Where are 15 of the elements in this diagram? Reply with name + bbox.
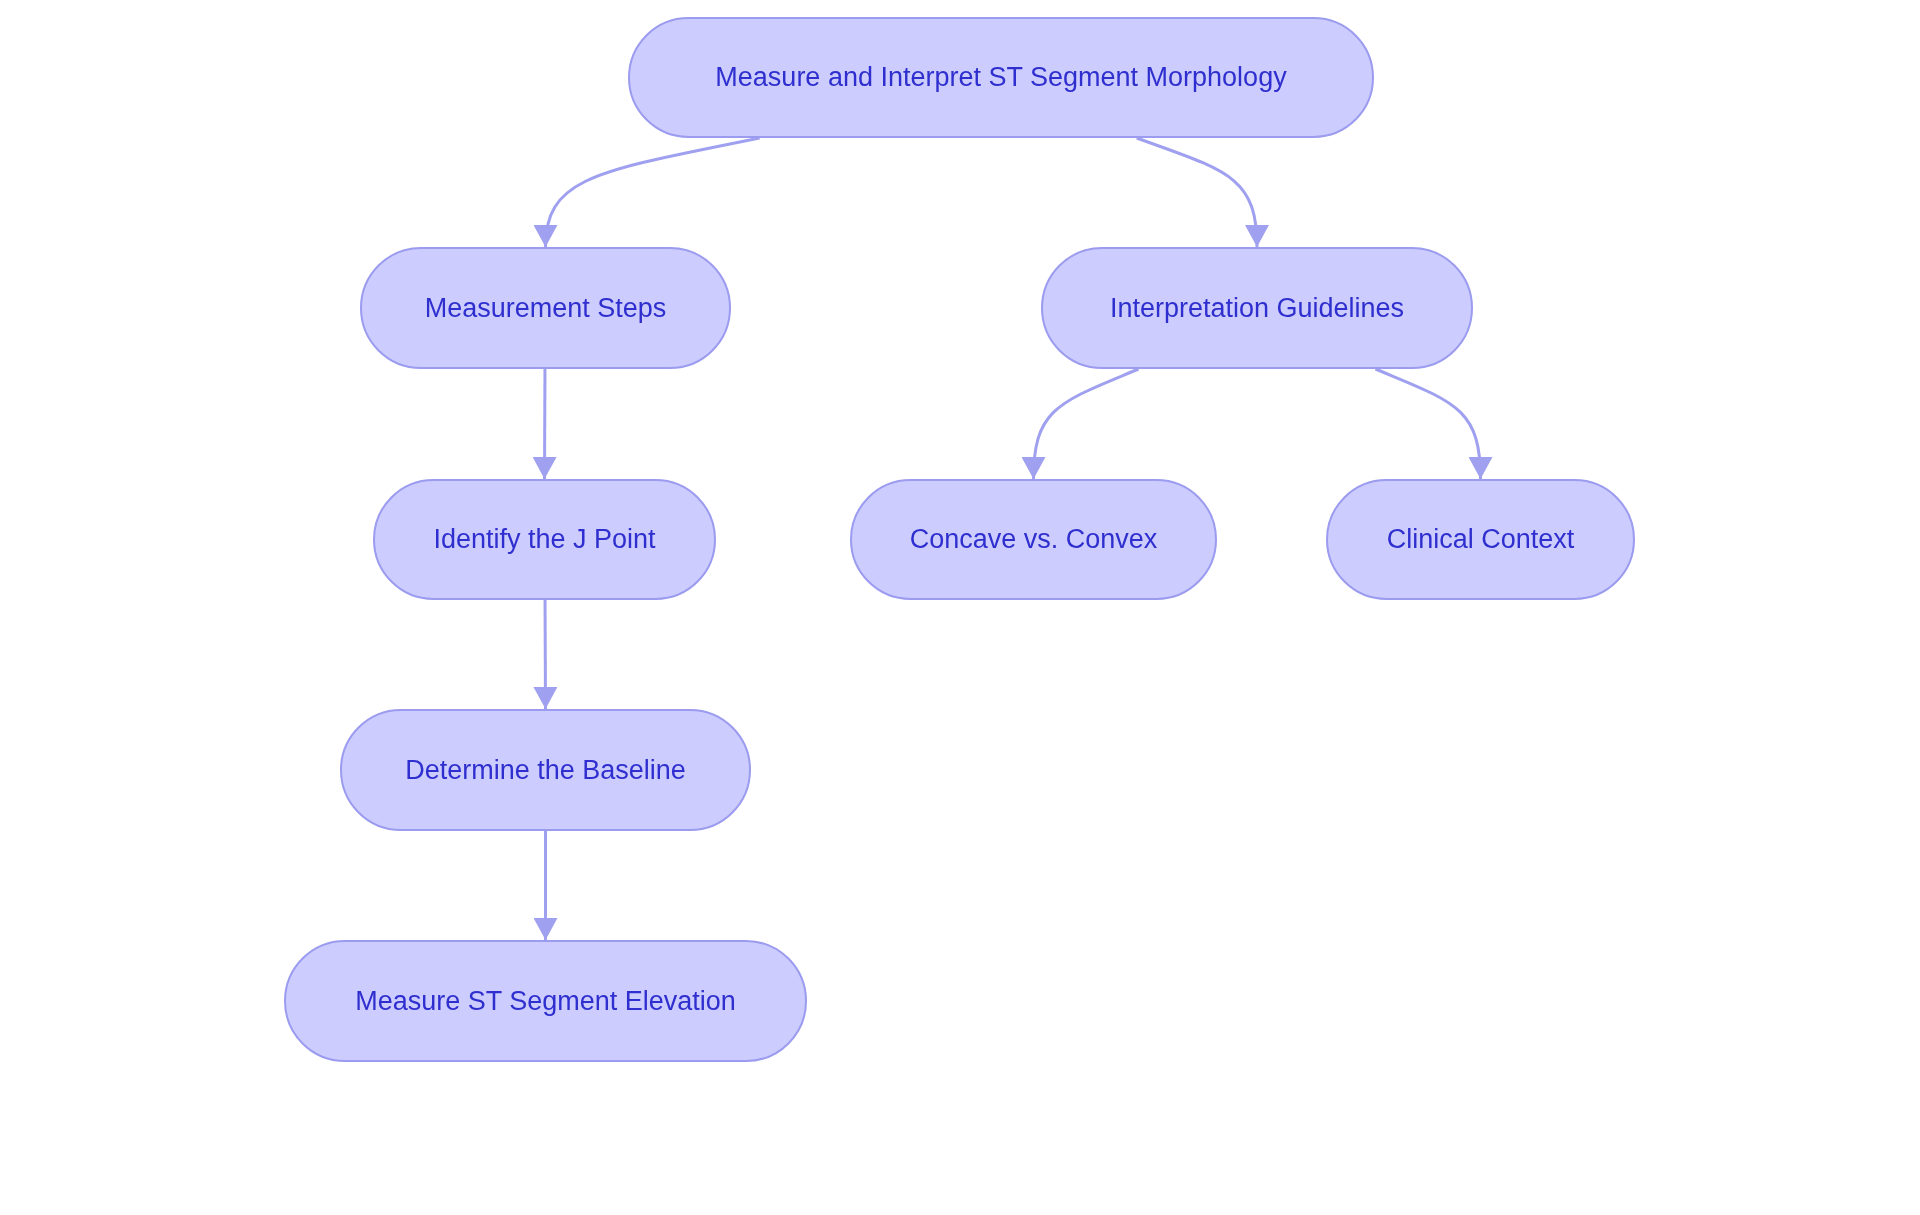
- node-label: Clinical Context: [1386, 523, 1575, 556]
- arrow: [1374, 367, 1492, 480]
- arrow: [533, 600, 558, 709]
- node-label: Measure ST Segment Elevation: [355, 984, 736, 1018]
- arrow: [1022, 367, 1140, 480]
- node-label: Interpretation Guidelines: [1109, 291, 1405, 325]
- node-label: Concave vs. Convex: [909, 523, 1158, 556]
- arrow: [532, 369, 557, 479]
- arrow: [535, 136, 760, 248]
- arrow: [533, 831, 558, 940]
- node-label: Identify the J Point: [433, 523, 656, 556]
- node-label: Determine the Baseline: [405, 753, 686, 787]
- node-label: Measure and Interpret ST Segment Morphology: [715, 61, 1287, 94]
- node-label: Measurement Steps: [424, 291, 667, 325]
- arrow: [1136, 136, 1269, 248]
